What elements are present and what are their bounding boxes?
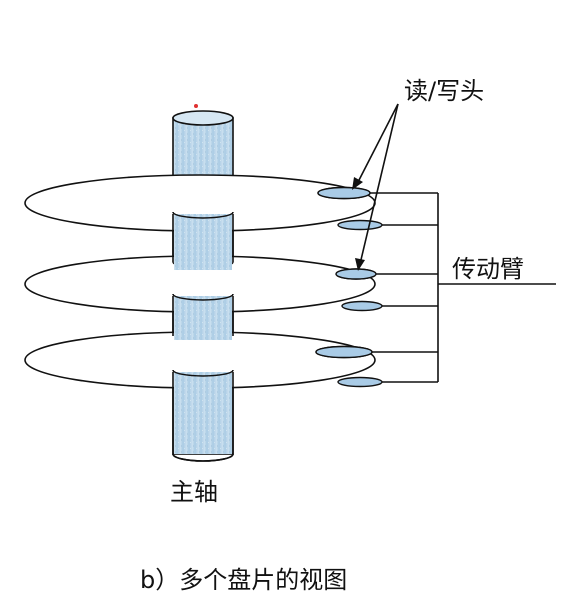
platter-2-bottom-head [341, 300, 383, 312]
platter-1-bottom-head [337, 219, 383, 231]
label-actuator-arm: 传动臂 [452, 255, 524, 283]
spindle-top-cap [172, 110, 234, 126]
arrowhead-1 [352, 177, 363, 190]
spindle-bottom-edge [172, 453, 234, 462]
platter-3-bottom-head [337, 376, 383, 388]
label-read-write-head: 读/写头 [404, 77, 484, 105]
actuator-arm [370, 192, 556, 383]
figure-caption: b）多个盘片的视图 [140, 566, 347, 594]
head-arrows [352, 103, 399, 271]
accent-dot [194, 104, 198, 108]
arrowhead-2 [355, 258, 365, 271]
label-spindle: 主轴 [170, 478, 218, 506]
heads-overlay [315, 186, 377, 359]
spindle-visible-segments [172, 211, 234, 462]
